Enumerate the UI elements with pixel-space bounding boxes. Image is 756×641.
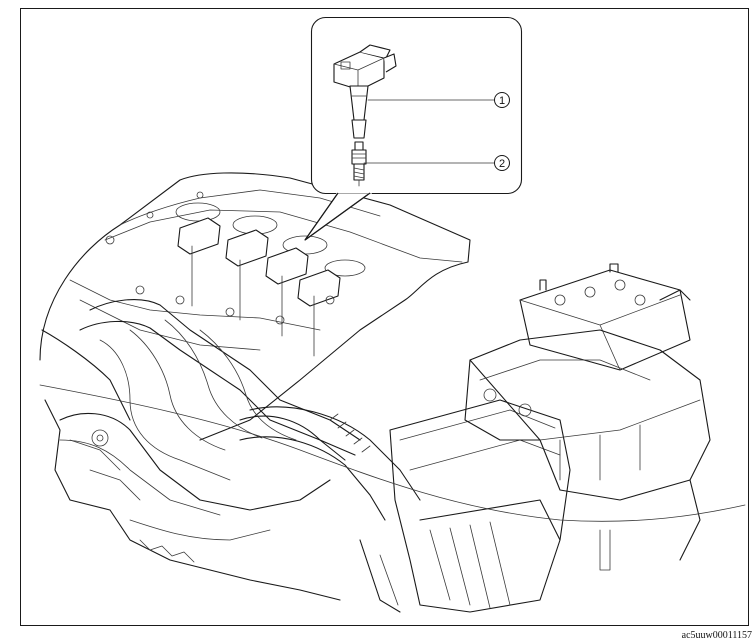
air-cleaner: [359, 399, 571, 613]
intake-hose: [239, 406, 421, 521]
lower-engine: [44, 399, 341, 601]
battery: [519, 263, 691, 371]
intake-manifold: [59, 299, 361, 516]
detail-callout-box: 1 2: [304, 16, 523, 241]
figure-code: ac5uuw00011157: [681, 630, 752, 641]
callout-1-label: 1: [499, 95, 505, 107]
ignition-coil-drawing: [333, 44, 397, 139]
callout-1: 1: [494, 92, 510, 108]
fuse-box: [464, 329, 711, 571]
callout-2: 2: [494, 155, 510, 171]
spark-plug-drawing: [351, 141, 367, 187]
harness-line: [39, 384, 746, 522]
outer-border: [20, 8, 749, 626]
engine-block: [39, 172, 471, 441]
callout-frame: [310, 16, 523, 195]
callout-2-label: 2: [499, 158, 505, 170]
